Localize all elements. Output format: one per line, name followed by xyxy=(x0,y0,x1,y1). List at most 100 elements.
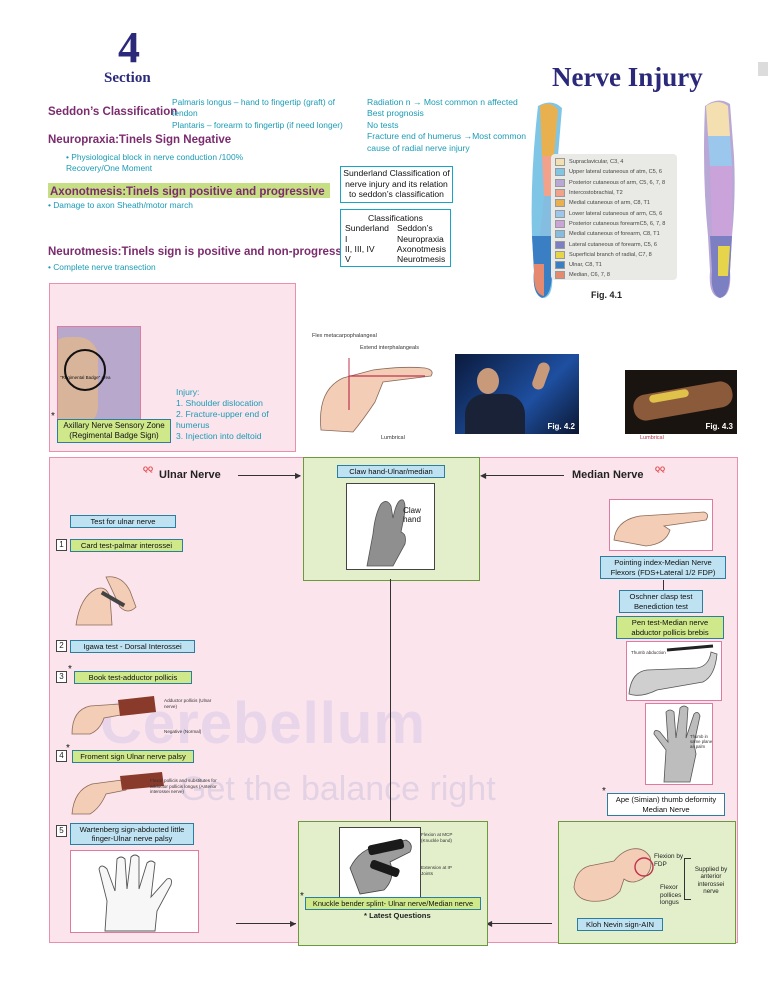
book-test-label: Book test-adductor pollicis xyxy=(74,671,192,684)
legend-item: Upper lateral cutaneous of atm, C5, 6 xyxy=(551,167,677,177)
table-cell: I xyxy=(345,233,348,244)
person-head xyxy=(477,368,499,394)
legend-label: Posterior cutaneous of arm, C5, 6, 7, 8 xyxy=(569,179,666,186)
froment-sign-label: Froment sign Ulnar nerve palsy xyxy=(72,750,194,763)
figure-4-3-caption: Fig. 4.3 xyxy=(705,422,733,431)
person-body xyxy=(465,394,525,434)
star-marker: * xyxy=(51,411,55,422)
legend-label: Lower lateral cutaneous of arm, C5, 6 xyxy=(569,210,663,217)
wartenberg-image xyxy=(70,850,199,933)
injury-item: 1. Shoulder dislocation xyxy=(176,398,263,408)
qq-badge: QQ xyxy=(655,466,666,473)
star-marker: * xyxy=(66,743,70,754)
splint-band xyxy=(370,859,400,877)
qq-badge: QQ xyxy=(143,466,154,473)
regimental-badge-circle xyxy=(64,349,106,391)
hand-shape xyxy=(71,779,128,815)
brace-bracket xyxy=(684,858,691,900)
legend-item: Medial cutaneous of forearm, C8, T1 xyxy=(551,229,677,239)
knuckle-splint-drawing xyxy=(349,838,412,895)
legend-item: Intercostobrachial, T2 xyxy=(551,188,677,198)
igawa-test-label: Igawa test - Dorsal Interossei xyxy=(70,640,195,653)
arrow-head-icon: ◀ xyxy=(480,471,487,480)
injury-item: 2. Fracture-upper end of humerus xyxy=(176,409,269,430)
flexion-mcp-note: Flexion at MCP (Knuckle band) xyxy=(421,832,453,843)
extension-ip-note: Extension at IP Joints xyxy=(421,865,452,876)
legend-item: Lateral cutaneous of forearm, C5, 6 xyxy=(551,239,677,249)
book-caption-2: Negative (Normal) xyxy=(164,729,202,734)
legend-item: Ulnar, C8, T1 xyxy=(551,260,677,270)
paper-shape xyxy=(120,772,164,790)
legend-label: Intercostobrachial, T2 xyxy=(569,190,623,197)
book-caption-1: Adductor pollicis (Ulnar nerve) xyxy=(164,698,212,709)
radiation-note: Radiation n → Most common n affected xyxy=(367,97,518,107)
card-test-illustration xyxy=(75,576,137,626)
ok-sign-drawing xyxy=(573,848,654,902)
thumb-abduction-label: Thumb abduction xyxy=(631,650,666,655)
palmaris-note: Palmaris longus – hand to fingertip (gra… xyxy=(172,97,335,118)
claw-hand-text: Claw hand xyxy=(403,506,421,524)
ape-hand-drawing xyxy=(653,705,701,783)
latest-questions-note: * Latest Questions xyxy=(364,911,431,920)
flex-mcp-label: Flex metacarpophalangeal xyxy=(312,333,377,339)
book-test-illustration xyxy=(71,696,156,735)
figure-4-2-photo: Fig. 4.2 xyxy=(455,354,579,434)
page-tab-marker xyxy=(758,62,768,76)
pinch-ring xyxy=(634,857,654,877)
test-number: 1 xyxy=(56,539,67,551)
right-arm-region xyxy=(710,166,732,236)
section-number: 4 xyxy=(118,23,140,72)
ok-sign-image xyxy=(570,831,660,911)
plantaris-note: Plantaris – forearm to fingertip (if nee… xyxy=(172,120,343,130)
arrow-head-icon: ◀ xyxy=(486,919,493,928)
legend-item: Superficial branch of radial, C7, 8 xyxy=(551,250,677,260)
hand-shape xyxy=(613,511,708,547)
kloh-nevin-label: Kloh Nevin sign-AIN xyxy=(577,918,663,931)
legend-swatch xyxy=(555,250,565,259)
dermatome-arm-illustration xyxy=(531,100,735,298)
wartenberg-hand-drawing xyxy=(98,854,172,932)
arrow-head-icon: ▶ xyxy=(295,471,302,480)
legend-swatch xyxy=(555,158,565,167)
legend-item: Posterior cutaneous of arm, C5, 6, 7, 8 xyxy=(551,178,677,188)
median-nerve-heading: Median Nerve xyxy=(572,469,644,481)
arrow-to-knuckle xyxy=(236,923,296,924)
legend-label: Lateral cutaneous of forearm, C5, 6 xyxy=(569,241,657,248)
seddon-heading: Seddon’s Classification xyxy=(48,106,178,118)
legend-item: Median, C6, 7, 8 xyxy=(551,270,677,280)
dissection-specimen xyxy=(631,379,735,423)
ape-thumb-label: Ape (Simian) thumb deformity Median Nerv… xyxy=(607,793,725,816)
legend-item: Lower lateral cutaneous of arm, C5, 6 xyxy=(551,208,677,218)
test-number: 2 xyxy=(56,640,67,652)
neuropraxia-heading: Neuropraxia:Tinels Sign Negative xyxy=(48,134,232,146)
left-arm-region xyxy=(540,103,558,156)
watermark-tagline: Get the balance right xyxy=(180,770,496,808)
knuckle-splint-image xyxy=(339,827,421,904)
legend-item: Medial cutaneous of arm, C8, T1 xyxy=(551,198,677,208)
table-cell: Axonotmesis xyxy=(396,243,446,254)
raised-hand xyxy=(530,360,552,392)
supplied-by-label: Supplied by anterior interossei nerve xyxy=(694,866,728,895)
splint-band xyxy=(367,838,405,856)
pointing-index-image xyxy=(609,499,713,551)
star-marker: * xyxy=(68,664,72,675)
legend-label: Posterior cutaneous forearmC5, 6, 7, 8 xyxy=(569,220,666,227)
classification-table-title: Classifications xyxy=(368,213,423,223)
axonotmesis-highlight: Axonotmesis:Tinels sign positive and pro… xyxy=(48,183,330,198)
radiation-note: Best prognosis xyxy=(367,108,424,119)
pen-test-label: Pen test-Median nerve abductor pollicis … xyxy=(616,616,724,639)
legend-label: Supraclavicular, C3, 4 xyxy=(569,159,624,166)
legend-label: Ulnar, C8, T1 xyxy=(569,262,602,269)
right-arm-region xyxy=(708,136,732,166)
legend-swatch xyxy=(555,219,565,228)
left-hand-region xyxy=(534,264,544,296)
claw-hand-label: Claw hand-Ulnar/median xyxy=(337,465,445,478)
ulnar-nerve-heading: Ulnar Nerve xyxy=(159,469,221,481)
arrow-head-icon: ▶ xyxy=(290,919,297,928)
connector-line xyxy=(663,580,664,590)
ulnar-test-title: Test for ulnar nerve xyxy=(70,515,176,528)
